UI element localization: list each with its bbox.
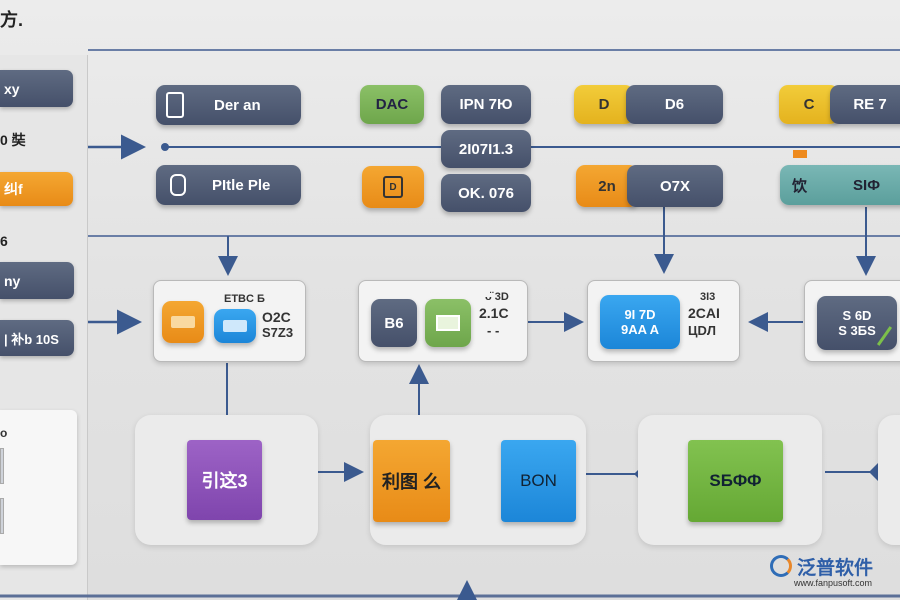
- card4-button[interactable]: S 6D S 3БS: [817, 296, 897, 350]
- der-an-label: Der an: [214, 96, 261, 114]
- card2-label-1: ᴗ̈ 3D: [485, 291, 509, 303]
- teal-left-label: 饮: [792, 177, 808, 195]
- card2-label-3: - -: [487, 323, 500, 338]
- sidebar-item-ny[interactable]: ny: [0, 262, 74, 299]
- process-card-3[interactable]: 9I 7D 9AA A 3I3 2СAI ЦDЛ: [587, 280, 740, 362]
- sidebar-panel-label: o: [0, 426, 8, 440]
- d6-button[interactable]: D6: [626, 85, 723, 124]
- process-card-1[interactable]: ETBC Б O2C S7Z3: [153, 280, 306, 362]
- card4-btn-top: S 6D: [842, 308, 872, 323]
- orange-stage-button[interactable]: 利图 么: [373, 440, 450, 522]
- ipn-button[interactable]: IPN 7Ю: [441, 85, 531, 124]
- card1-icon-blue[interactable]: [214, 309, 256, 343]
- dac-button[interactable]: DAC: [360, 85, 424, 124]
- der-an-button[interactable]: Der an: [156, 85, 301, 125]
- o7x-button[interactable]: O7X: [627, 165, 723, 207]
- watermark-url: www.fanpusoft.com: [794, 578, 873, 588]
- card3-label-3: ЦDЛ: [688, 323, 717, 338]
- watermark-brand: 泛普软件: [797, 558, 874, 579]
- document-icon: [166, 92, 184, 118]
- center-top-button[interactable]: 2I07I1.3: [441, 130, 531, 168]
- card1-label-1: ETBC Б: [224, 293, 265, 305]
- folder-icon: [171, 316, 195, 328]
- sidebar-panel: [0, 410, 77, 565]
- sidebar-item-xy[interactable]: xy: [0, 70, 73, 107]
- card4-btn-bot: S 3БS: [838, 323, 876, 338]
- blue-bon-button[interactable]: BON: [501, 440, 576, 522]
- card3-btn-top: 9I 7D: [624, 307, 656, 322]
- card2-b6-button[interactable]: B6: [371, 299, 417, 347]
- bookmark-icon: [170, 174, 186, 196]
- sidebar-item-6: 6: [0, 233, 8, 249]
- card3-label-2: 2СAI: [688, 305, 720, 321]
- teal-button[interactable]: 饮 SIФ: [780, 165, 900, 205]
- pitle-label: PItle Ple: [212, 176, 271, 194]
- card1-label-2: O2C: [262, 309, 291, 325]
- folder-icon: [223, 320, 247, 332]
- yellow-d-button[interactable]: D: [574, 85, 634, 124]
- ok076-button[interactable]: OK. 076: [441, 174, 531, 212]
- card2-label-2: 2.1C: [479, 305, 509, 321]
- card3-btn-bot: 9AA A: [620, 322, 660, 337]
- sidebar-panel-field[interactable]: [0, 498, 4, 534]
- process-card-4[interactable]: S 6D S 3БS: [804, 280, 900, 362]
- green-stage-button[interactable]: SБФФ: [688, 440, 783, 522]
- pitle-button[interactable]: PItle Ple: [156, 165, 301, 205]
- card3-label-1: 3I3: [700, 291, 716, 303]
- card3-blue-button[interactable]: 9I 7D 9AA A: [600, 295, 680, 349]
- card1-label-3: S7Z3: [262, 325, 294, 340]
- sidebar-panel-field[interactable]: [0, 448, 4, 484]
- sidebar-item-orange[interactable]: 纠f: [0, 172, 73, 206]
- orange-icon-button[interactable]: D: [362, 166, 424, 208]
- sidebar-item-0: 0 奘: [0, 132, 26, 148]
- brand-logo-icon: [770, 555, 792, 577]
- watermark: 泛普软件 www.fanpusoft.com: [770, 553, 895, 593]
- box-icon: D: [383, 176, 403, 198]
- process-card-2[interactable]: B6 ᴗ̈ 3D 2.1C - -: [358, 280, 528, 362]
- page-title: 方.: [0, 10, 24, 30]
- yellow-c-button[interactable]: C: [779, 85, 839, 124]
- sidebar-item-10s[interactable]: | 补b 10S: [0, 320, 74, 356]
- card2-icon-green[interactable]: [425, 299, 471, 347]
- stage-card-4: [878, 415, 900, 545]
- screen-icon: [436, 315, 460, 331]
- re7-button[interactable]: RE 7: [830, 85, 900, 124]
- teal-right-label: SIФ: [853, 176, 880, 194]
- card1-icon-orange[interactable]: [162, 301, 204, 343]
- purple-stage-button[interactable]: 引这3: [187, 440, 262, 520]
